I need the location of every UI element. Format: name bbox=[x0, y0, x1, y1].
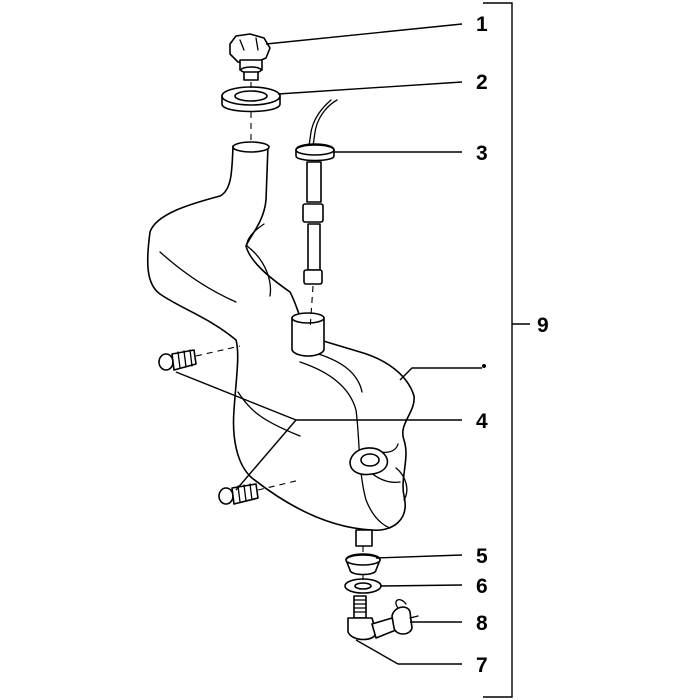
callout-1: 1 bbox=[476, 13, 488, 36]
callout-2: 2 bbox=[476, 71, 488, 94]
reservoir-tank bbox=[146, 141, 415, 547]
washer bbox=[344, 578, 382, 594]
filler-cap bbox=[229, 33, 271, 81]
mounting-screw-upper bbox=[158, 349, 197, 371]
outlet-grommet bbox=[345, 553, 381, 576]
hose-clip bbox=[391, 599, 419, 635]
assembly-bracket bbox=[483, 2, 530, 698]
cap-gasket bbox=[221, 86, 281, 113]
callout-9: 9 bbox=[537, 314, 549, 337]
assembly-axes bbox=[195, 82, 364, 580]
callout-7: 7 bbox=[476, 654, 488, 677]
mounting-screw-lower bbox=[218, 483, 259, 505]
callout-labels: 1 2 3 4 5 6 8 7 9 bbox=[476, 13, 549, 677]
callout-5: 5 bbox=[476, 545, 488, 568]
level-sensor bbox=[295, 99, 338, 285]
leader-lines bbox=[175, 23, 486, 665]
callout-4: 4 bbox=[476, 410, 488, 433]
callout-6: 6 bbox=[476, 575, 488, 598]
callout-8: 8 bbox=[476, 612, 488, 635]
callout-3: 3 bbox=[476, 142, 488, 165]
pump-fitting bbox=[347, 595, 397, 641]
